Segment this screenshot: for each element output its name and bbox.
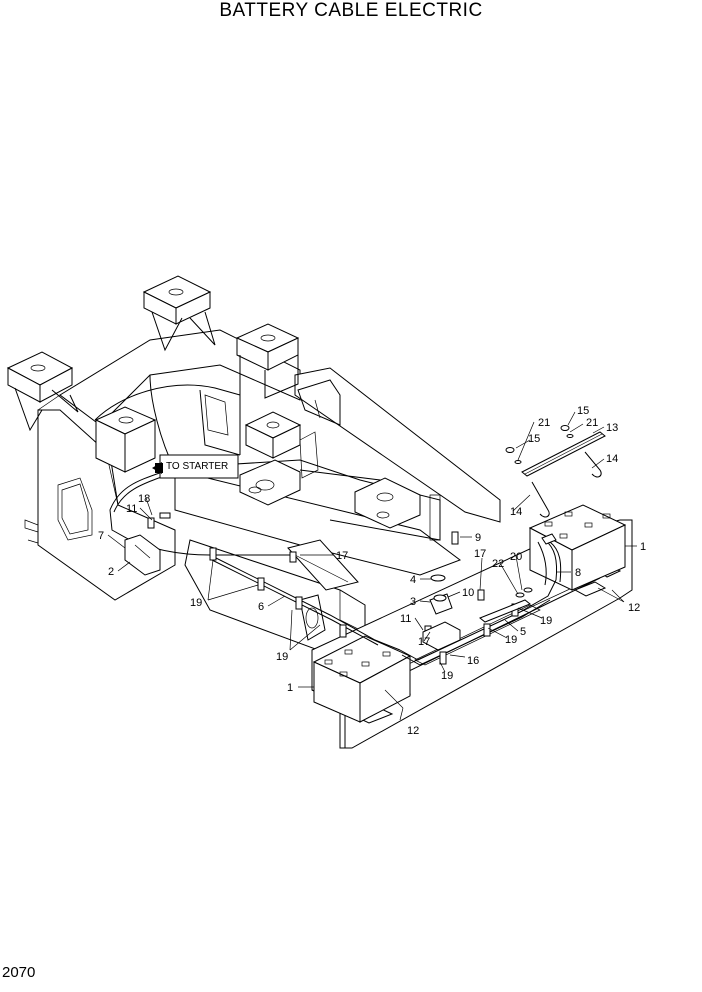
callout-21-right: 21 xyxy=(586,417,598,429)
frame-mounts xyxy=(6,275,302,544)
upper-frame xyxy=(37,329,501,601)
callout-10: 10 xyxy=(462,587,474,599)
callout-6: 6 xyxy=(258,601,264,613)
callout-20: 20 xyxy=(510,551,522,563)
page-number: 2070 xyxy=(2,964,36,981)
callout-19-right: 19 xyxy=(540,615,552,627)
callout-14-right: 14 xyxy=(606,453,618,465)
callout-22: 22 xyxy=(492,558,504,570)
callout-18: 18 xyxy=(138,493,150,505)
callout-2: 2 xyxy=(108,566,114,578)
callout-15-right: 15 xyxy=(577,405,589,417)
to-starter-callout: TO STARTER xyxy=(152,454,239,479)
callout-13: 13 xyxy=(606,422,618,434)
callout-5: 5 xyxy=(520,626,526,638)
callout-12-rear: 12 xyxy=(628,602,640,614)
callout-labels: 1 1 2 3 4 5 6 7 8 9 10 11 11 12 12 13 14… xyxy=(98,405,646,737)
callout-19-front: 19 xyxy=(276,651,288,663)
battery-front xyxy=(312,635,412,723)
callout-11-right: 11 xyxy=(400,613,411,625)
to-starter-label: TO STARTER xyxy=(166,461,228,472)
callout-16: 16 xyxy=(467,655,479,667)
callout-17-mid: 17 xyxy=(474,548,486,560)
callout-21-left: 21 xyxy=(538,417,550,429)
callout-19-bottom: 19 xyxy=(441,670,453,682)
diagram-title: BATTERY CABLE ELECTRIC xyxy=(219,0,483,21)
callout-7: 7 xyxy=(98,530,104,542)
callout-9: 9 xyxy=(475,532,481,544)
callout-12-front: 12 xyxy=(407,725,419,737)
callout-15-left: 15 xyxy=(528,433,540,445)
callout-3: 3 xyxy=(410,596,416,608)
callout-17-lower: 17 xyxy=(418,636,430,648)
callout-17-left: 17 xyxy=(336,550,348,562)
callout-19-mid: 19 xyxy=(505,634,517,646)
callout-8: 8 xyxy=(575,567,581,579)
callout-19-left: 19 xyxy=(190,597,202,609)
callout-4: 4 xyxy=(410,574,416,586)
callout-1-rear: 1 xyxy=(640,541,646,553)
callout-1-front: 1 xyxy=(287,682,293,694)
callout-14-left: 14 xyxy=(510,506,522,518)
callout-11-left: 11 xyxy=(126,503,137,515)
battery-cables xyxy=(109,425,606,666)
leader-lines xyxy=(107,411,637,721)
